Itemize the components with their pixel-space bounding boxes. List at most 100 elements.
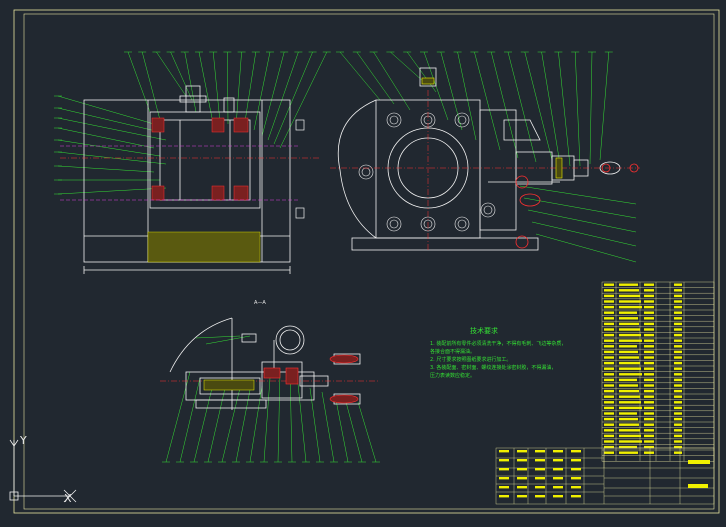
parts-list-cell-mark — [604, 401, 614, 404]
leader-line — [507, 51, 537, 163]
leader-line — [253, 51, 271, 131]
title-block[interactable] — [495, 447, 715, 505]
parts-list-cell-mark — [604, 350, 614, 354]
tech-note-line: 1. 装配前所有零件必须清洗干净，不得有毛刺、飞边等杂质， — [430, 341, 567, 347]
parts-list-cell-mark — [604, 378, 614, 382]
bottom-section-view — [160, 317, 380, 463]
title-block-cell-mark — [535, 486, 545, 489]
parts-list-cell-mark — [604, 305, 614, 309]
leader-line — [490, 51, 519, 159]
parts-list-cell-mark — [619, 389, 639, 393]
parts-list-cell-mark — [619, 440, 642, 443]
title-block-cell-mark — [499, 477, 509, 480]
parts-list-cell-mark — [674, 406, 682, 410]
title-block-cell-mark — [535, 477, 545, 480]
drawing-frame — [13, 9, 720, 514]
parts-list-cell-mark — [619, 434, 641, 438]
leader-line — [390, 51, 425, 83]
parts-list-cell-mark — [644, 434, 654, 438]
parts-list-cell-mark — [674, 322, 682, 326]
title-block-cell-mark — [571, 459, 581, 462]
parts-list-cell-mark — [644, 361, 654, 365]
leader-line — [249, 385, 263, 463]
parts-list-cell-mark — [674, 429, 682, 432]
parts-list-cell-mark — [644, 350, 654, 354]
title-block-cell-mark — [553, 477, 563, 480]
title-block-cell-mark — [553, 450, 563, 453]
bolt-hole — [480, 202, 496, 218]
parts-list-cell-mark — [604, 451, 614, 454]
parts-list-cell-mark — [674, 333, 682, 337]
parts-list-cell-mark — [619, 384, 638, 387]
parts-list-cell-mark — [619, 289, 639, 292]
parts-list-table[interactable] — [601, 281, 715, 462]
parts-list-cell-mark — [644, 367, 654, 370]
title-block-cell-mark — [571, 486, 581, 489]
leader-line — [184, 51, 197, 113]
parts-list-cell-mark — [674, 378, 682, 382]
parts-list-cell-mark — [604, 412, 614, 415]
section-label: A—A — [254, 300, 266, 306]
parts-list-cell-mark — [674, 289, 682, 292]
parts-list-cell-mark — [619, 322, 639, 326]
parts-list-cell-mark — [674, 451, 682, 454]
parts-list-cell-mark — [674, 339, 682, 342]
parts-list-cell-mark — [619, 373, 642, 376]
parts-list-cell-mark — [619, 367, 641, 370]
leader-line — [535, 233, 637, 263]
title-block-cell-mark — [499, 486, 509, 489]
bolt-hole — [454, 216, 470, 232]
parts-list-cell-mark — [674, 395, 682, 398]
parts-list-cell-mark — [644, 317, 654, 320]
parts-list-cell-mark — [644, 395, 654, 398]
leader-line — [519, 185, 637, 205]
parts-list-cell-mark — [619, 283, 638, 286]
tech-note-line: 2. 尺寸要求按照图纸要求进行加工。 — [430, 357, 512, 363]
title-block-cell-mark — [553, 468, 563, 471]
leader-line — [205, 335, 251, 345]
leader-line — [57, 107, 161, 133]
leader-line — [195, 335, 241, 339]
parts-list-cell-mark — [604, 356, 614, 359]
bolt-hole — [386, 216, 402, 232]
parts-list-cell-mark — [674, 317, 682, 320]
leader-line — [345, 401, 363, 463]
parts-list-cell-mark — [604, 434, 614, 438]
leader-line — [263, 377, 271, 463]
parts-list-cell-mark — [604, 423, 614, 426]
leader-line — [297, 383, 307, 463]
title-block-cell-mark — [499, 468, 509, 471]
parts-list-cell-mark — [674, 350, 682, 354]
parts-list-cell-mark — [644, 384, 654, 387]
parts-list-cell-mark — [674, 412, 682, 415]
parts-list-cell-mark — [604, 417, 614, 421]
parts-list-cell-mark — [644, 300, 654, 303]
title-block-cell-mark — [517, 450, 527, 453]
parts-list-cell-mark — [604, 333, 614, 337]
parts-list-cell-mark — [674, 417, 682, 421]
leader-line — [440, 51, 463, 131]
parts-list-cell-mark — [644, 339, 654, 342]
leader-line — [156, 51, 187, 97]
parts-list-cell-mark — [674, 294, 682, 298]
leader-line — [179, 377, 201, 463]
parts-list-cell-mark — [604, 395, 614, 398]
tech-note-line: 各接合面不得漏油。 — [430, 349, 476, 355]
title-block-cell-mark — [535, 450, 545, 453]
leader-line — [541, 51, 561, 165]
leader-line — [221, 387, 241, 463]
parts-list-cell-mark — [619, 378, 637, 382]
right-top-leaders — [339, 51, 610, 167]
title-block-cell-mark — [535, 495, 545, 498]
bolt-hole-inner — [457, 115, 467, 125]
parts-list-cell-mark — [604, 339, 614, 342]
parts-list-cell-mark — [619, 406, 642, 410]
parts-list-cell-mark — [644, 412, 654, 415]
parts-list-cell-mark — [604, 389, 614, 393]
parts-list-cell-mark — [604, 317, 614, 320]
parts-list-cell-mark — [619, 423, 639, 426]
parts-list-cell-mark — [644, 294, 654, 298]
leader-line — [599, 51, 610, 161]
parts-list-cell-mark — [674, 389, 682, 393]
